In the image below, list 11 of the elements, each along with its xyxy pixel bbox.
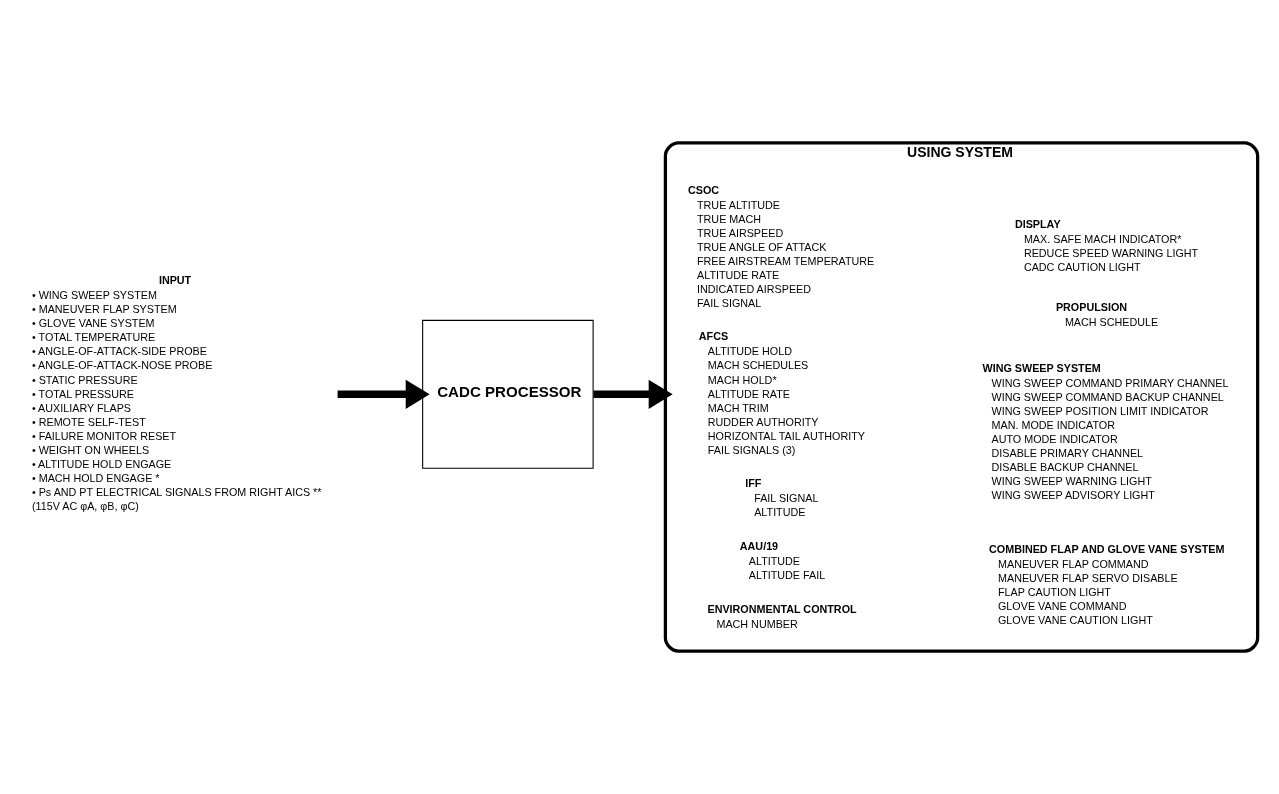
- node-box: CADC PROCESSOR: [422, 319, 594, 469]
- node-text: PROPULSION MACH SCHEDULE: [1055, 301, 1159, 329]
- node-text: DISPLAY MAX. SAFE MACH INDICATOR* REDUCE SPEED WARNING LIGHT CADC CAUTION LIGHT: [1014, 218, 1199, 274]
- node-text: INPUT • WING SWEEP SYSTEM • MANEUVER FLAP SYSTEM • GLOVE VANE SYSTEM • TOTAL TEMPERATURE • ANGLE-OF-ATTACK-SIDE PROBE • ANGLE-OF-ATTACK-NOSE PROBE • STATIC PRESSURE • TOTAL PRESSURE • AUXILIARY FLAPS • REMOTE SELF-TEST • FAILURE MONITOR RESET • WEIGHT ON WHEELS • ALTITUDE HOLD ENGAGE • MACH HOLD ENGAGE * • Ps AND PT ELECTRICAL SIGNALS FROM RIGHT AICS ** (115V AC φA, φB, φC): [31, 274, 322, 512]
- node-text: AFCS ALTITUDE HOLD MACH SCHEDULES MACH HOLD* ALTITUDE RATE MACH TRIM RUDDER AUTHORITY HORIZONTAL TAIL AUTHORITY FAIL SIGNALS (3): [698, 330, 865, 456]
- node-text: CSOC TRUE ALTITUDE TRUE MACH TRUE AIRSPEED TRUE ANGLE OF ATTACK FREE AIRSTREAM TEMPERATURE ALTITUDE RATE INDICATED AIRSPEED FAIL SIGNAL: [688, 183, 875, 309]
- node-text: IFF FAIL SIGNAL ALTITUDE: [745, 477, 819, 519]
- node-text: COMBINED FLAP AND GLOVE VANE SYSTEM MANEUVER FLAP COMMAND MANEUVER FLAP SERVO DISABLE FLAP CAUTION LIGHT GLOVE VANE COMMAND GLOVE VANE CAUTION LIGHT: [989, 542, 1225, 627]
- node-text: ENVIRONMENTAL CONTROL MACH NUMBER: [707, 603, 857, 631]
- node-text: AAU/19 ALTITUDE ALTITUDE FAIL: [739, 539, 826, 581]
- node-text: WING SWEEP SYSTEM WING SWEEP COMMAND PRIMARY CHANNEL WING SWEEP COMMAND BACKUP CHANNEL WING SWEEP POSITION LIMIT INDICATOR MAN. MODE INDICATOR AUTO MODE INDICATOR DISABLE PRIMARY CHANNEL DISABLE BACKUP CHANNEL WING SWEEP WARNING LIGHT WING SWEEP ADVISORY LIGHT: [982, 361, 1229, 501]
